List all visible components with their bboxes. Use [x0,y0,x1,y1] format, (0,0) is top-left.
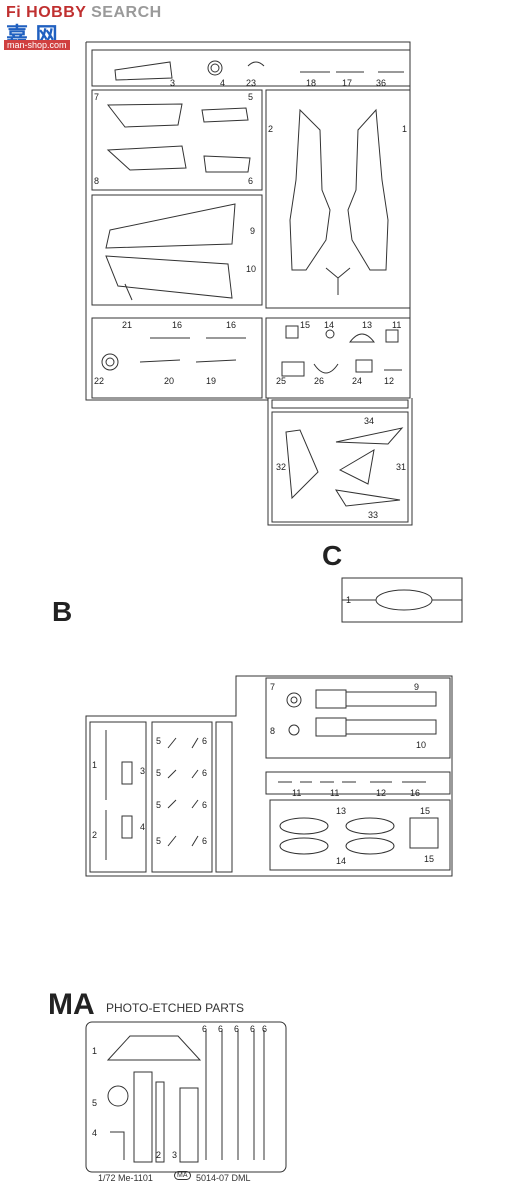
watermark-hobby: HOBBY [26,4,87,21]
sprue-ma [85,1021,287,1173]
watermark-prefix: Fi [6,4,27,21]
ma-footer-scale: 1/72 Me-1101 [98,1173,153,1183]
ma-footer-code: 5014-07 DML [196,1173,251,1183]
sprue-ma-label: MA [48,988,95,1021]
photo-etched-title: PHOTO-ETCHED PARTS [106,1001,245,1015]
sprue-b [85,675,453,877]
sprue-c [341,577,463,623]
sprue-b-label: B [52,596,73,627]
sprue-c-label: C [322,540,343,571]
watermark-url: man-shop.com [4,40,70,50]
watermark-search: SEARCH [86,4,162,21]
sprue-a [85,41,413,526]
watermark-brand: Fi HOBBY SEARCH [6,4,162,22]
